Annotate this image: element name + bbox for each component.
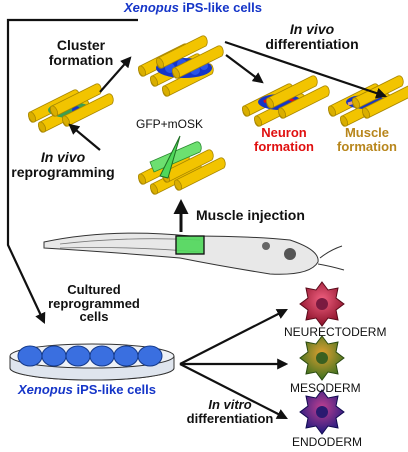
muscle-cluster-group	[326, 75, 408, 128]
arrow-to-top	[68, 123, 101, 151]
endoderm-label: ENDODERM	[292, 435, 363, 449]
top-cells-label: Xenopus iPS-like cells	[124, 0, 263, 15]
arrow-reprog	[224, 40, 388, 99]
culture-path-line	[6, 18, 138, 324]
endoderm-cell	[299, 389, 345, 435]
neurectoderm-cell	[299, 281, 345, 327]
bottom-cells-label: Xenopus iPS-like cells	[18, 382, 157, 397]
muscle-injection-label: Muscle injection	[196, 207, 305, 223]
arrow-neurectoderm	[179, 309, 288, 365]
injection-needle	[159, 135, 181, 179]
neurectoderm-label: NEURECTODERM	[284, 325, 387, 339]
top-cluster-group	[136, 35, 224, 98]
arrow-endoderm	[179, 363, 288, 419]
left-cluster-group	[26, 83, 114, 134]
mesoderm-label: MESODERM	[290, 381, 361, 395]
mesoderm-cell	[299, 335, 345, 381]
neuron-cluster-group	[240, 75, 330, 128]
arrow-to-cluster	[99, 56, 132, 93]
culture-dish	[9, 343, 175, 381]
arrow-neuron	[225, 54, 264, 84]
gfp-mosk-label: GFP+mOSK	[136, 117, 204, 131]
injection-cluster-group	[136, 141, 226, 196]
tadpole-illustration	[43, 232, 345, 275]
